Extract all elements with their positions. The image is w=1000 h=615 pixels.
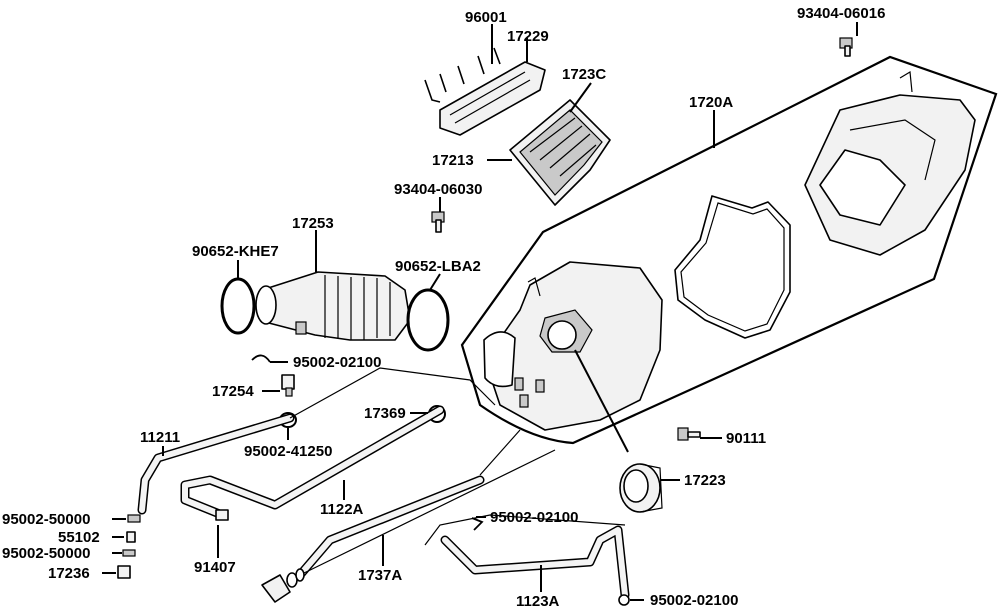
fitting-91407: [215, 509, 229, 521]
hose-1123A-outline: [424, 514, 626, 546]
hose-1737A-link: [299, 429, 556, 576]
air-filter-element: [509, 99, 611, 206]
clip-95002-02100-a: [251, 354, 271, 363]
small-fittings-left: [117, 514, 141, 579]
intake-boot: [255, 271, 411, 341]
bolt-90111: [677, 427, 701, 441]
callout-95002-41250: 95002-41250: [244, 443, 332, 460]
hose-11211-inner: [139, 415, 293, 513]
cover-clips: [424, 47, 501, 103]
filter-cover: [439, 61, 546, 136]
callout-91407: 91407: [194, 559, 236, 576]
callout-1123A: 1123A: [516, 593, 560, 610]
callout-1122A: 1122A: [320, 501, 364, 518]
callout-90652-LBA2: 90652-LBA2: [395, 258, 481, 275]
callout-17253: 17253: [292, 215, 334, 232]
hose-1123A-inner: [442, 527, 628, 598]
clip-95002-02100-b: [471, 517, 484, 531]
leader-17223-body: [574, 349, 629, 453]
bolt-93404-06016: [839, 37, 853, 57]
air-cleaner-gasket-inner: [680, 202, 785, 332]
callout-95002-02100-c: 95002-02100: [650, 592, 738, 609]
callout-11211: 11211: [140, 429, 180, 446]
callout-17236: 17236: [48, 565, 90, 582]
hose-1737A: [295, 475, 485, 580]
assembly-1720a-outline: [460, 55, 998, 445]
callout-93404-06030: 93404-06030: [394, 181, 482, 198]
callout-17223: 17223: [684, 472, 726, 489]
callout-90652-KHE7: 90652-KHE7: [192, 243, 279, 260]
connector-17223: [619, 463, 663, 513]
hose-1122A-inner: [182, 407, 443, 518]
callout-95002-02100-b: 95002-02100: [490, 509, 578, 526]
hose-11211-top: [289, 367, 496, 419]
air-cleaner-upper-case: [804, 70, 976, 256]
callout-95002-02100-a: 95002-02100: [293, 354, 381, 371]
bolt-93404-06030: [431, 211, 445, 233]
clip-95002-02100-c: [618, 594, 630, 606]
callout-17369: 17369: [364, 405, 406, 422]
air-cleaner-gasket: [674, 195, 791, 339]
leader-1723C: [569, 82, 592, 113]
callout-17213: 17213: [432, 152, 474, 169]
callout-90111: 90111: [726, 430, 766, 447]
air-cleaner-lower-case: [483, 261, 663, 431]
callout-1723C: 1723C: [562, 66, 606, 83]
band-90652-lba2: [406, 288, 450, 352]
drain-plug: [261, 568, 305, 603]
leader-90652-LBA2: [429, 273, 441, 291]
callout-17229: 17229: [507, 28, 549, 45]
callout-95002-50000-b: 95002-50000: [2, 545, 90, 562]
hose-1737A-inner: [297, 477, 483, 578]
callout-93404-06016: 93404-06016: [797, 5, 885, 22]
callout-55102: 55102: [58, 529, 100, 546]
callout-17254: 17254: [212, 383, 254, 400]
callout-96001: 96001: [465, 9, 507, 26]
hose-1122A: [180, 405, 445, 520]
callout-95002-50000-a: 95002-50000: [2, 511, 90, 528]
callout-1737A: 1737A: [358, 567, 402, 584]
band-90652-khe7: [220, 277, 256, 335]
callout-1720A: 1720A: [689, 94, 733, 111]
fitting-17254: [281, 374, 295, 397]
